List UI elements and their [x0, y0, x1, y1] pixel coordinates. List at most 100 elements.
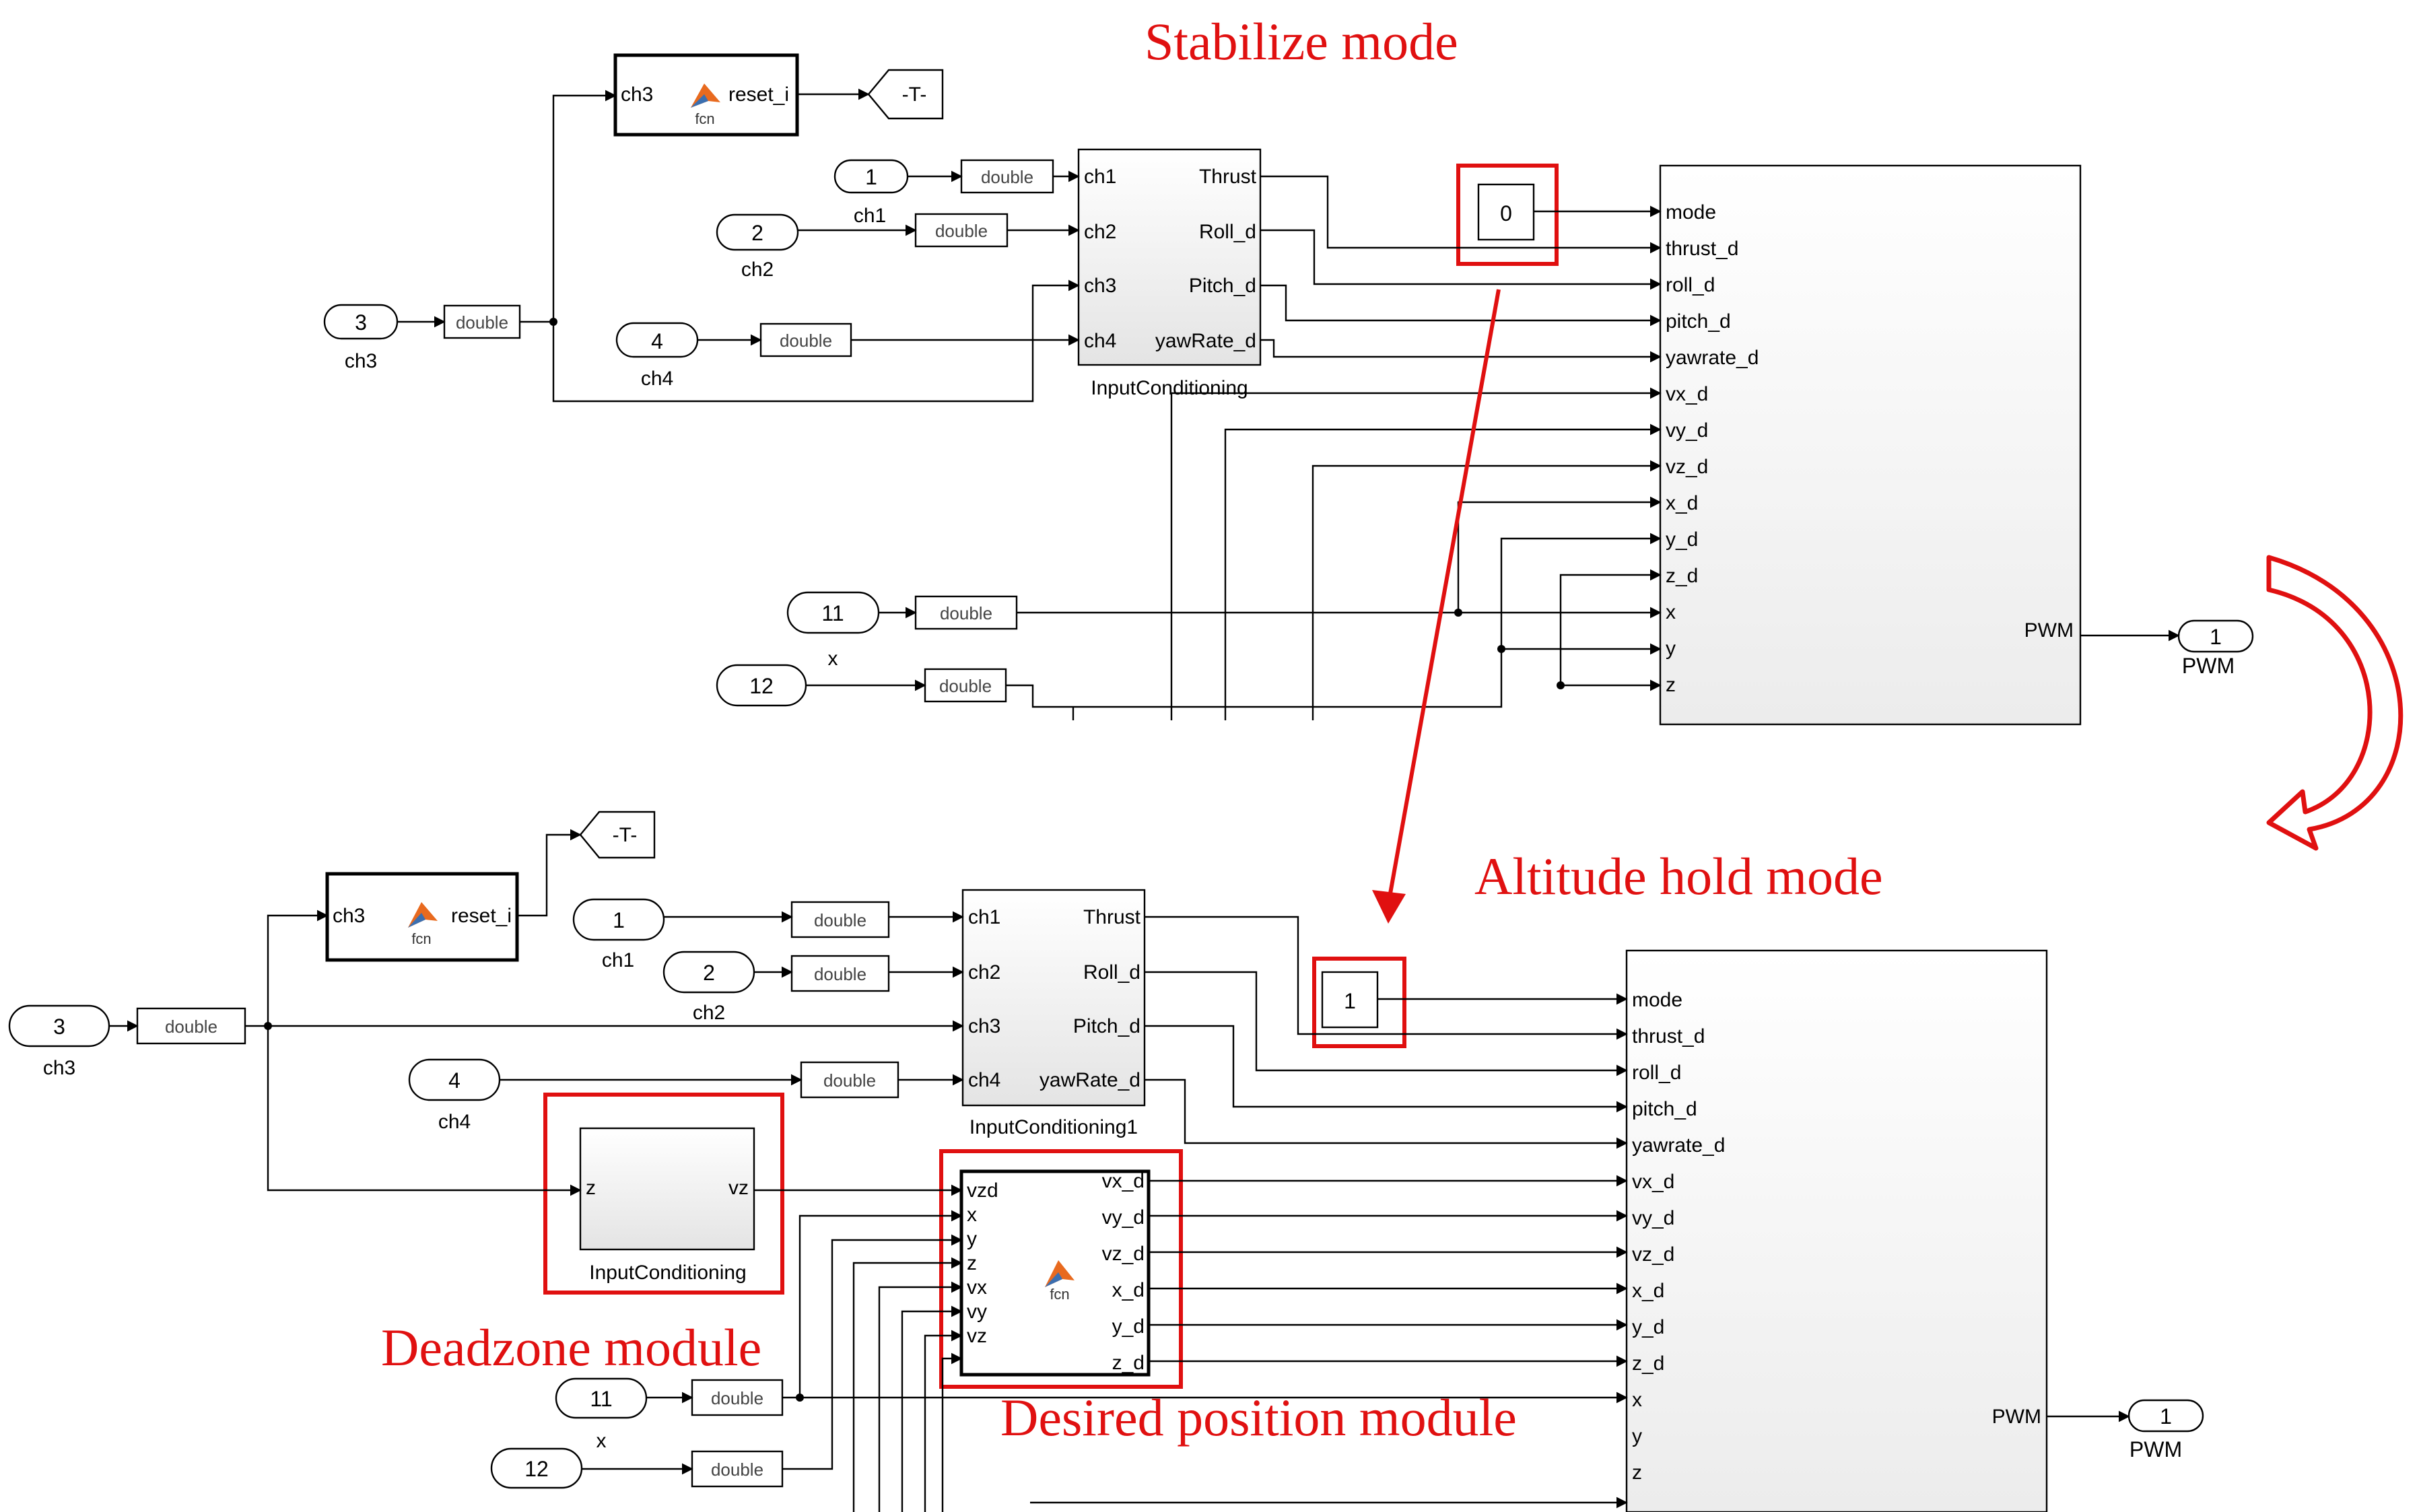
mode-1-highlight: [1312, 957, 1406, 1048]
svg-text:PWM: PWM: [2024, 619, 2074, 642]
svg-text:fcn: fcn: [1050, 1286, 1069, 1303]
goto-tag-b[interactable]: -T-: [579, 811, 656, 859]
desired-input-0: vzd: [967, 1179, 998, 1202]
double-ch1-b[interactable]: double: [790, 901, 890, 938]
svg-text:ch2: ch2: [693, 1002, 725, 1024]
svg-text:ch4: ch4: [1084, 330, 1116, 352]
svg-text:ch4: ch4: [968, 1069, 1000, 1091]
bottom-controller-input-9: y_d: [1632, 1316, 1664, 1338]
input-conditioning1-block[interactable]: ch1 ch2 ch3 ch4 Thrust Roll_d Pitch_d ya…: [961, 889, 1146, 1138]
bottom-controller-input-8: x_d: [1632, 1280, 1664, 1302]
svg-text:Thrust: Thrust: [1083, 906, 1141, 928]
mode-constant-0[interactable]: 0: [1477, 183, 1535, 241]
double-ch2[interactable]: double: [914, 213, 1009, 248]
double-ch1[interactable]: double: [960, 159, 1054, 194]
inport-ch4[interactable]: 4 ch4: [615, 322, 699, 390]
top-controller-input-7: vz_d: [1666, 456, 1708, 478]
double-x-b[interactable]: double: [691, 1379, 784, 1416]
svg-text:ch1: ch1: [854, 205, 886, 227]
controller-block-top[interactable]: modethrust_droll_dpitch_dyawrate_dvx_dvy…: [1659, 164, 2082, 726]
wires-bottom: [109, 829, 2130, 1512]
inport-ch4-b[interactable]: 4 ch4: [408, 1058, 501, 1133]
reset-function-block[interactable]: ch3 reset_i fcn: [613, 53, 799, 137]
inport-ch2[interactable]: 2 ch2: [716, 213, 799, 281]
inport-ch3[interactable]: 3 ch3: [323, 304, 399, 372]
svg-text:double: double: [780, 331, 832, 351]
svg-text:0: 0: [1500, 201, 1512, 226]
svg-text:ch2: ch2: [968, 961, 1000, 984]
outport-pwm-top[interactable]: 1 PWM: [2177, 619, 2254, 678]
double-x[interactable]: double: [914, 595, 1018, 630]
svg-text:ch2: ch2: [1084, 221, 1116, 243]
svg-text:x: x: [828, 648, 838, 670]
stabilize-diagram: Stabilize mode 1 ch1 2 ch2 3 ch3 4 ch4 1…: [323, 12, 2254, 726]
svg-text:11: 11: [821, 601, 844, 625]
outport-pwm-bottom[interactable]: 1 PWM: [2127, 1399, 2204, 1462]
bottom-controller-input-13: z: [1632, 1462, 1642, 1484]
double-ch4[interactable]: double: [759, 322, 852, 357]
svg-text:ch3: ch3: [345, 350, 377, 372]
inport-ch1-b[interactable]: 1 ch1: [572, 898, 665, 971]
bottom-controller-input-7: vz_d: [1632, 1243, 1674, 1266]
svg-text:Thrust: Thrust: [1199, 166, 1257, 188]
svg-text:-T-: -T-: [613, 824, 638, 846]
svg-text:double: double: [456, 312, 508, 333]
svg-text:reset_i: reset_i: [728, 83, 789, 106]
svg-text:Roll_d: Roll_d: [1083, 961, 1140, 984]
svg-text:z: z: [586, 1177, 596, 1199]
svg-text:11: 11: [590, 1387, 612, 1411]
inport-z-b[interactable]: 12: [490, 1447, 583, 1489]
svg-text:double: double: [711, 1388, 763, 1408]
inport-x-b[interactable]: 11 x: [555, 1377, 648, 1452]
svg-text:double: double: [940, 603, 992, 623]
double-ch4-b[interactable]: double: [800, 1061, 899, 1099]
red-arrow-down: [1385, 289, 1501, 913]
top-controller-input-8: x_d: [1666, 492, 1698, 514]
svg-text:3: 3: [53, 1015, 65, 1039]
svg-text:double: double: [814, 910, 866, 930]
inport-z[interactable]: 12: [716, 664, 807, 707]
deadzone-highlight: [543, 1093, 784, 1295]
double-ch3[interactable]: double: [443, 304, 521, 339]
goto-tag[interactable]: -T-: [867, 69, 944, 120]
svg-text:1: 1: [865, 165, 877, 189]
stabilize-mode-label: Stabilize mode: [1145, 12, 1458, 71]
top-controller-input-1: thrust_d: [1666, 238, 1738, 260]
bottom-controller-input-0: mode: [1632, 989, 1682, 1011]
bottom-controller-input-12: y: [1632, 1425, 1642, 1447]
double-ch2-b[interactable]: double: [790, 955, 890, 992]
svg-text:fcn: fcn: [411, 930, 431, 947]
svg-text:Pitch_d: Pitch_d: [1189, 275, 1256, 297]
matlab-logo-icon: [1045, 1260, 1075, 1287]
desired-input-5: vy: [967, 1301, 987, 1323]
desired-input-1: x: [967, 1204, 977, 1226]
double-z[interactable]: double: [924, 668, 1007, 703]
double-z-b[interactable]: double: [691, 1450, 784, 1488]
inport-x[interactable]: 11 x: [786, 591, 880, 670]
svg-text:yawRate_d: yawRate_d: [1155, 330, 1256, 352]
bottom-controller-input-1: thrust_d: [1632, 1025, 1705, 1047]
svg-text:double: double: [823, 1070, 876, 1091]
double-ch3-b[interactable]: double: [136, 1007, 246, 1045]
input-conditioning-block[interactable]: ch1 ch2 ch3 ch4 Thrust Roll_d Pitch_d ya…: [1077, 148, 1262, 399]
inport-ch2-b[interactable]: 2 ch2: [662, 951, 755, 1024]
desired-output-1: vy_d: [1102, 1206, 1145, 1229]
mode-constant-1[interactable]: 1: [1321, 971, 1379, 1029]
controller-block-bottom[interactable]: modethrust_droll_dpitch_dyawrate_dvx_dvy…: [1625, 949, 2048, 1512]
svg-text:Roll_d: Roll_d: [1199, 221, 1256, 243]
inport-ch3-b[interactable]: 3 ch3: [8, 1004, 110, 1079]
inport-ch1[interactable]: 1 ch1: [833, 159, 909, 227]
svg-text:InputConditioning: InputConditioning: [1091, 377, 1248, 399]
svg-text:ch3: ch3: [968, 1015, 1000, 1037]
svg-text:1: 1: [2160, 1404, 2172, 1429]
svg-text:1: 1: [1344, 989, 1356, 1013]
reset-function-block-b[interactable]: ch3 reset_i fcn: [325, 872, 519, 962]
svg-text:2: 2: [703, 961, 715, 985]
svg-text:double: double: [981, 167, 1033, 187]
svg-text:ch1: ch1: [1084, 166, 1116, 188]
svg-text:3: 3: [355, 310, 367, 335]
deadzone-block[interactable]: z vz InputConditioning: [579, 1127, 755, 1284]
svg-text:4: 4: [651, 329, 663, 353]
red-arrow-head: [1372, 890, 1406, 924]
